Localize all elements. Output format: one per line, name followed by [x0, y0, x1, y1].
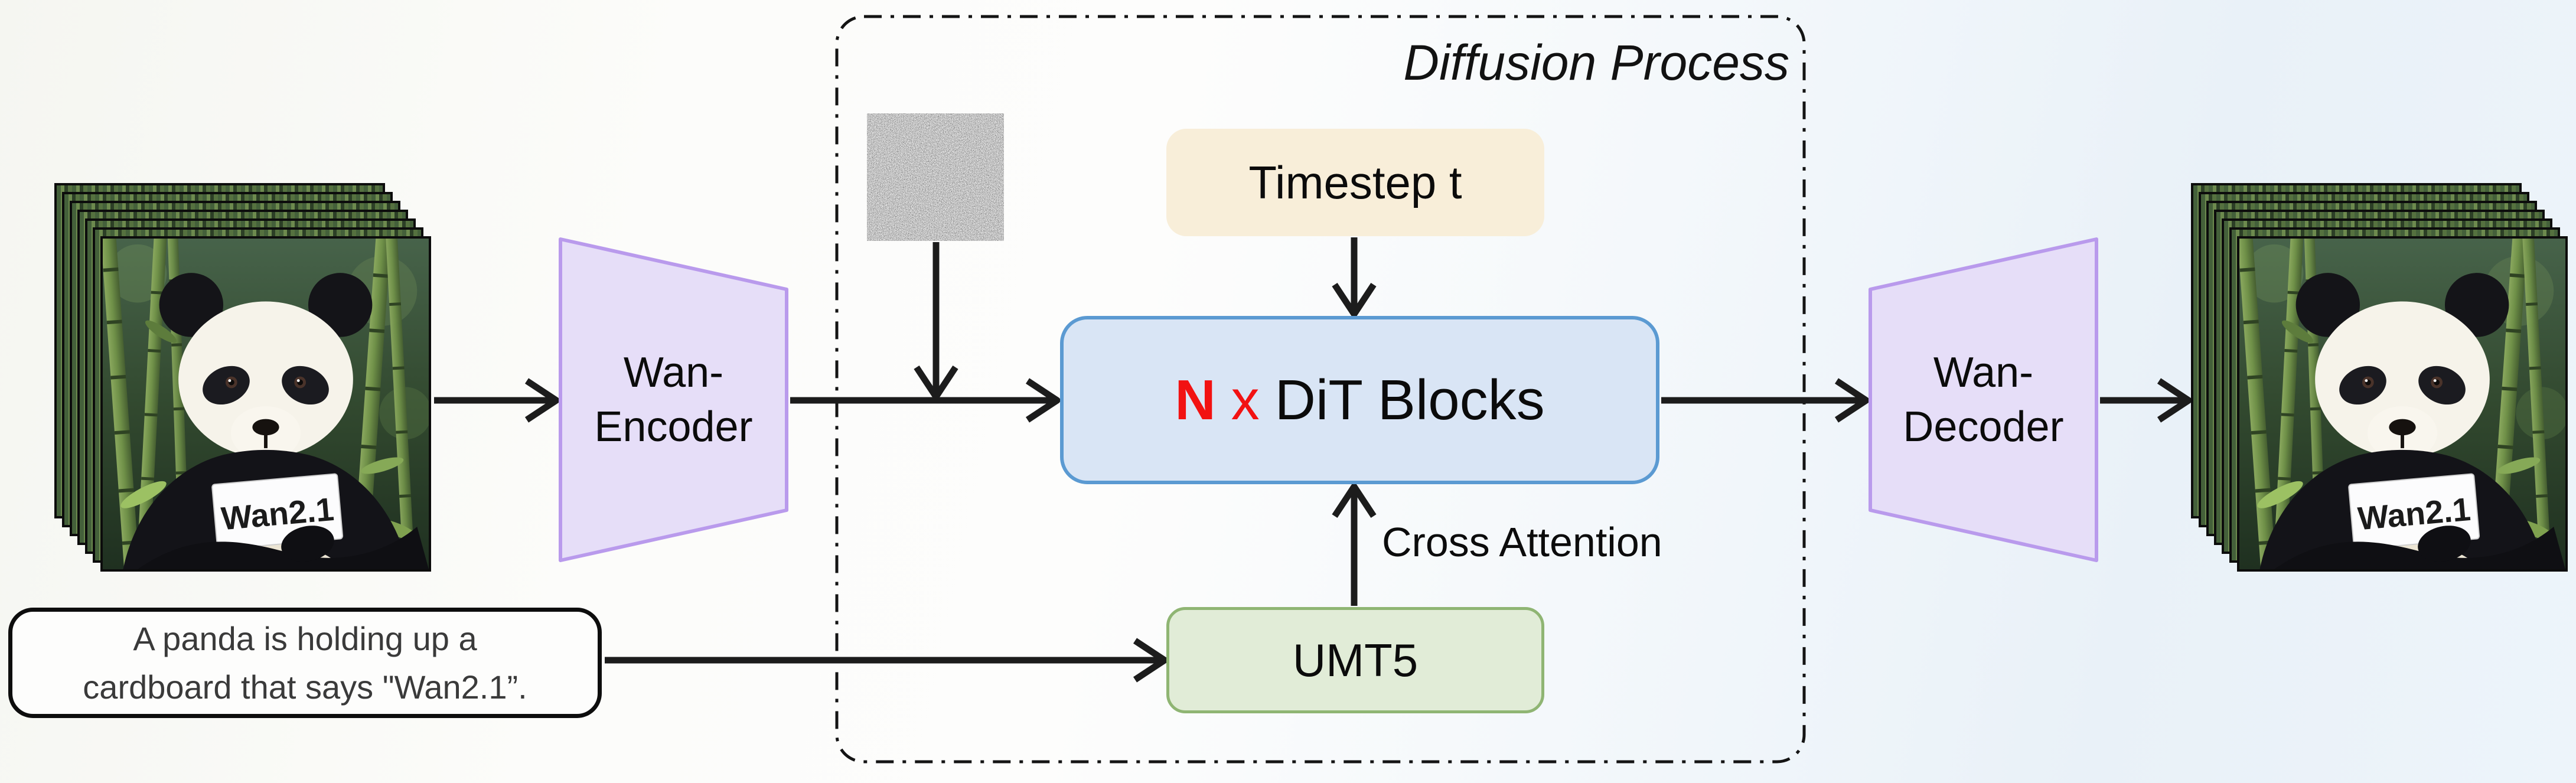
video-frame-front: Wan2.1	[2237, 236, 2568, 572]
umt5-label: UMT5	[1292, 634, 1419, 686]
prompt-text-box: A panda is holding up a cardboard that s…	[8, 608, 602, 718]
wan-encoder-shape: Wan- Encoder	[559, 237, 788, 562]
arrow-decoder-to-output	[2100, 378, 2192, 423]
arrow-input-to-encoder	[434, 378, 560, 423]
dit-blocks-label: DiT Blocks	[1274, 368, 1545, 432]
arrow-prompt-to-umt5	[605, 638, 1168, 683]
prompt-line2: cardboard that says "Wan2.1”.	[83, 668, 527, 706]
dit-blocks-box: N x DiT Blocks	[1060, 316, 1659, 484]
dit-n-count: N	[1175, 368, 1216, 432]
diffusion-process-dashed-border	[835, 15, 1806, 764]
noise-image	[867, 113, 1004, 244]
wan-decoder-label-line1: Wan-	[1933, 349, 2034, 396]
timestep-label: Timestep t	[1248, 156, 1462, 208]
cross-attention-label: Cross Attention	[1382, 519, 1662, 565]
arrow-encoder-to-dit	[790, 378, 1061, 423]
wan-decoder-shape: Wan- Decoder	[1869, 237, 2098, 562]
encoder-trapezoid	[559, 237, 788, 562]
wan-decoder-label-line2: Decoder	[1903, 403, 2064, 451]
video-frame-front: Wan2.1	[100, 236, 431, 572]
input-video-stack: Wan2.1	[54, 183, 439, 574]
arrow-noise-down	[914, 242, 958, 400]
arrow-dit-to-decoder	[1661, 378, 1870, 423]
diffusion-process-title: Diffusion Process	[1403, 35, 1789, 90]
panda-illustration: Wan2.1	[2259, 273, 2565, 569]
dit-times-symbol: x	[1231, 368, 1260, 432]
output-video-stack: Wan2.1	[2191, 183, 2576, 574]
panda-video-frame-image: Wan2.1	[2239, 239, 2565, 569]
umt5-box: UMT5	[1166, 607, 1544, 713]
wan-encoder-label: Wan- Encoder	[559, 237, 788, 562]
arrow-umt5-to-dit	[1332, 483, 1377, 606]
wan-encoder-label-line1: Wan-	[623, 349, 724, 396]
timestep-box: Timestep t	[1166, 129, 1544, 236]
prompt-line1: A panda is holding up a	[133, 619, 477, 657]
wan-decoder-label: Wan- Decoder	[1869, 237, 2098, 562]
panda-video-frame-image: Wan2.1	[103, 239, 429, 569]
panda-illustration: Wan2.1	[123, 273, 429, 569]
wan-encoder-label-line2: Encoder	[594, 403, 753, 451]
decoder-trapezoid	[1869, 237, 2098, 562]
arrow-timestep-to-dit	[1332, 237, 1377, 318]
